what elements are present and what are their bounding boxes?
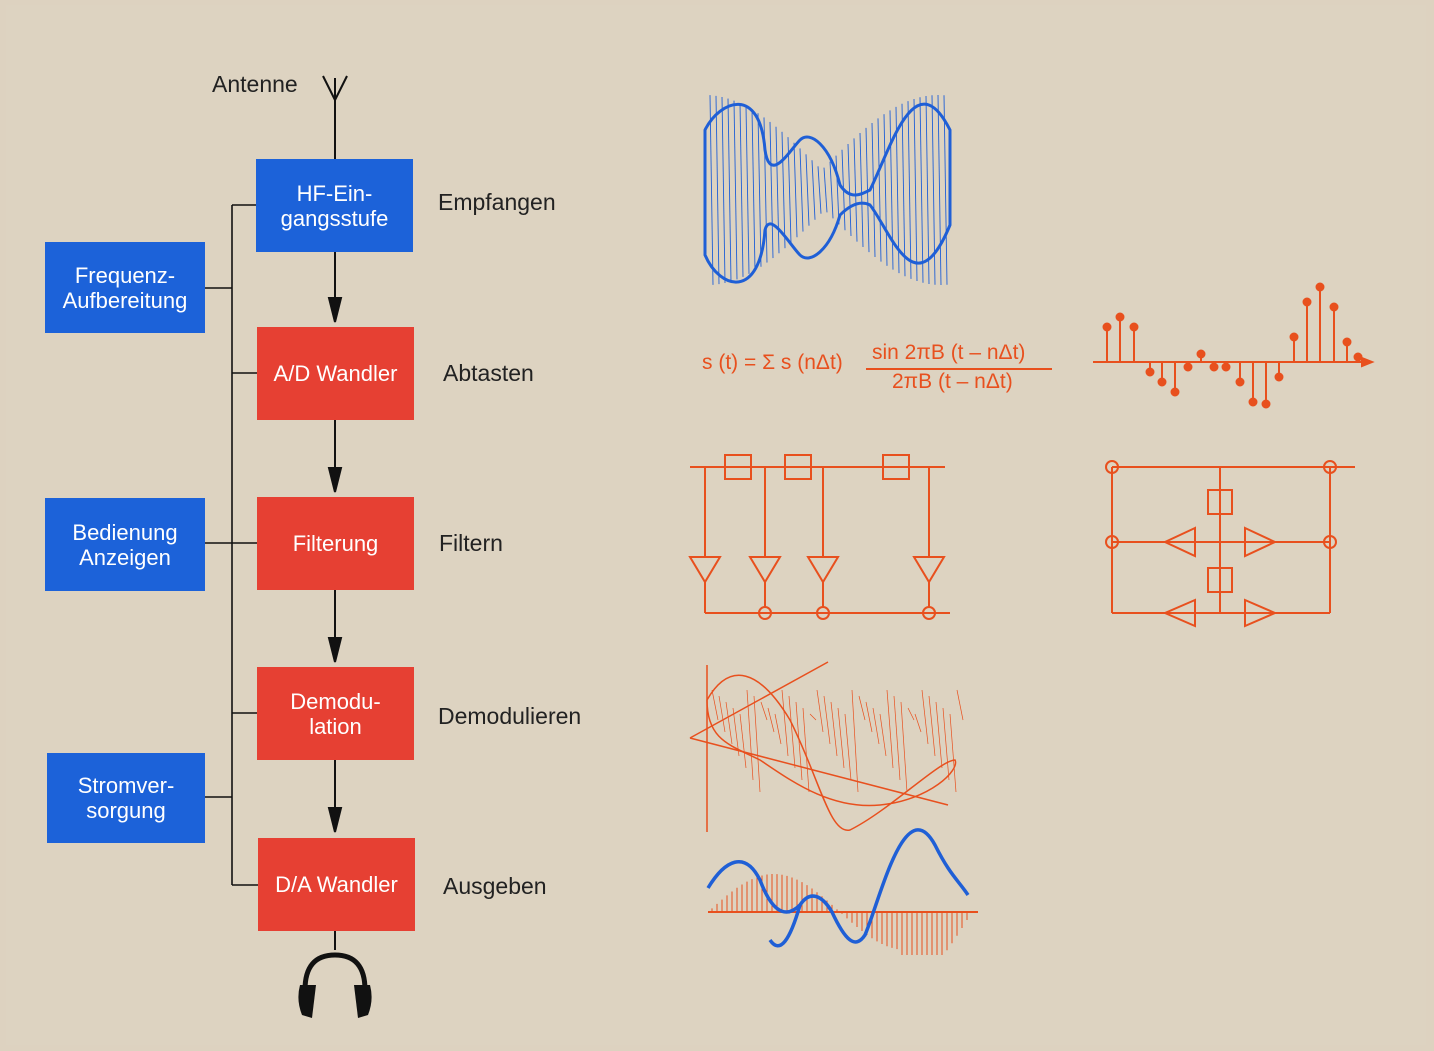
control-bus bbox=[205, 204, 258, 886]
antenna-icon bbox=[322, 75, 348, 160]
signal-flow-arrows bbox=[327, 252, 343, 950]
fraction-bar bbox=[866, 368, 1052, 370]
stage-label-sample: Abtasten bbox=[443, 360, 534, 386]
controls-display-block: Bedienung Anzeigen bbox=[45, 498, 205, 591]
lattice-filter-icon bbox=[1105, 460, 1355, 628]
antenna-label: Antenne bbox=[212, 71, 298, 97]
demodulation-block: Demodu- lation bbox=[257, 667, 414, 760]
hf-signal-icon bbox=[703, 94, 952, 286]
stage-label-demodulate: Demodulieren bbox=[438, 703, 582, 729]
frequency-preparation-block: Frequenz- Aufbereitung bbox=[45, 242, 205, 333]
da-converter-block: D/A Wandler bbox=[258, 838, 415, 931]
stage-label-filter: Filtern bbox=[439, 530, 503, 556]
power-supply-block: Stromver- sorgung bbox=[47, 753, 205, 843]
ad-converter-block: A/D Wandler bbox=[257, 327, 414, 420]
stage-label-receive: Empfangen bbox=[438, 189, 556, 215]
filter-block: Filterung bbox=[257, 497, 414, 590]
sampled-signal-icon bbox=[1093, 282, 1375, 409]
fir-filter-icon bbox=[688, 454, 950, 620]
hf-input-stage-block: HF-Ein- gangsstufe bbox=[256, 159, 413, 252]
sampling-formula-denominator: 2πB (t – nΔt) bbox=[892, 370, 1013, 393]
diagram-panel bbox=[6, 5, 1426, 1045]
headphones-icon bbox=[298, 952, 372, 1018]
stage-label-output: Ausgeben bbox=[443, 873, 547, 899]
sampling-formula-numerator: sin 2πB (t – nΔt) bbox=[872, 341, 1026, 364]
output-signal-icon bbox=[706, 828, 978, 955]
demodulation-icon bbox=[689, 661, 964, 832]
sampling-formula-lhs: s (t) = Σ s (nΔt) bbox=[702, 351, 843, 374]
